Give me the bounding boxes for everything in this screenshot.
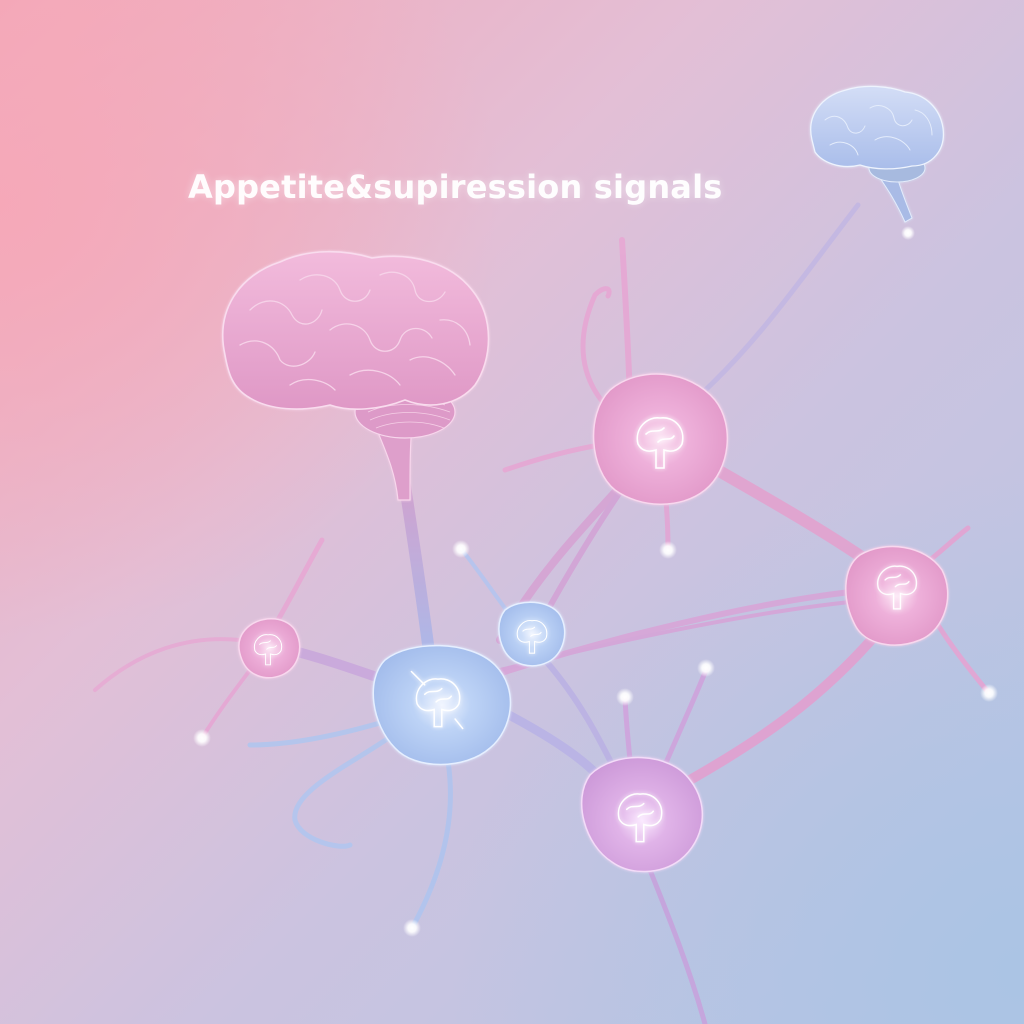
brain-glyph-icon <box>253 634 283 666</box>
glow-dot <box>697 659 715 677</box>
large-brain-cerebrum <box>222 250 490 410</box>
glow-dots <box>193 226 998 937</box>
glow-dot <box>901 226 915 240</box>
glow-dot <box>616 688 634 706</box>
dendrite-bottom-up-left <box>622 695 633 763</box>
large-brain <box>222 250 490 501</box>
dendrite-right-up <box>927 525 971 563</box>
dendrite-center-left <box>247 717 393 748</box>
brain-gyri <box>239 271 471 391</box>
dendrite-small-up <box>460 548 512 617</box>
neuron-somas <box>238 373 949 873</box>
small-brain-cerebrum <box>810 85 944 170</box>
small-brain-gyri <box>824 105 933 156</box>
brain-glyph-icon <box>410 670 464 730</box>
axon-top-to-right <box>694 454 886 576</box>
page-title: Appetite&supiression signals <box>188 168 723 206</box>
large-brain-stem <box>374 424 413 501</box>
axon-right-to-bottom <box>685 625 885 785</box>
neuron-center <box>372 644 512 766</box>
axon-bottom-tail <box>647 867 708 1024</box>
brain-glyph-icon <box>617 793 663 843</box>
dendrite-bottom-up-right <box>662 667 709 768</box>
dendrite-left-down <box>200 668 252 740</box>
dendrite-top-left <box>502 442 603 473</box>
dendrite-center-curl <box>292 727 403 849</box>
small-brain-stem <box>879 175 913 223</box>
dendrite-top-hook <box>580 286 613 413</box>
brain-glyph-icon <box>636 417 684 469</box>
glow-dot <box>980 684 998 702</box>
neuron-top <box>592 373 728 505</box>
dendrite-center-down <box>409 742 453 931</box>
small-brain <box>810 85 944 223</box>
soma-brain-glyphs <box>253 417 918 843</box>
neuron-right <box>845 545 949 646</box>
brain-glyph-icon <box>877 565 918 610</box>
glow-dot <box>403 919 421 937</box>
dendrite-left-up <box>272 537 325 628</box>
neuron-left <box>238 618 301 679</box>
brain-glyph-icon <box>516 620 548 654</box>
glow-dot <box>193 729 211 747</box>
neuron-small-center <box>498 601 566 667</box>
glow-dot <box>659 541 677 559</box>
glow-dot <box>452 540 470 558</box>
dendrite-top-up <box>619 237 633 403</box>
axon-small-brain-to-top-neuron <box>697 202 861 398</box>
dendrite-left-long <box>93 637 242 692</box>
dendrite-right-down <box>932 617 991 695</box>
